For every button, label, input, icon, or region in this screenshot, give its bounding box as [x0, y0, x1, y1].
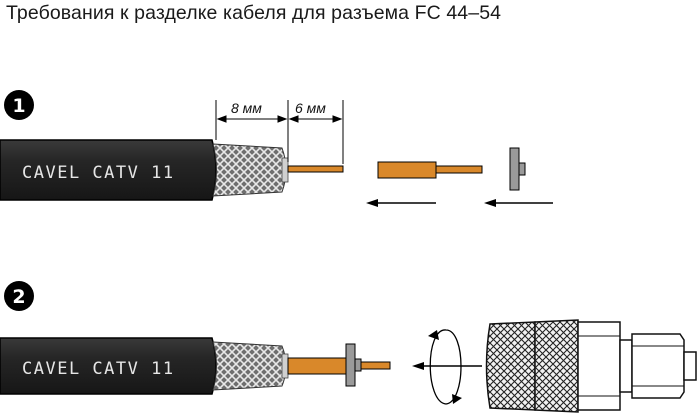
cable-label: CAVEL CATV 11 [22, 163, 175, 183]
washer [509, 147, 526, 191]
pin-insert [287, 357, 391, 375]
step-number: 2 [12, 286, 25, 308]
step-1: 1 CAVEL CATV 11 8 мм 6 мм [0, 90, 553, 207]
fc-connector [485, 319, 697, 413]
cable-label: CAVEL CATV 11 [22, 359, 175, 379]
copper-core [287, 165, 344, 173]
cable-jacket: CAVEL CATV 11 [0, 337, 217, 395]
step-2: 2 CAVEL CATV 11 [0, 281, 697, 413]
dimension-core-label: 6 мм [295, 100, 326, 116]
dielectric [281, 353, 289, 379]
cable-jacket: CAVEL CATV 11 [0, 139, 217, 201]
dimension-lines [215, 100, 344, 164]
cable-braid [212, 341, 287, 391]
dimension-braid-label: 8 мм [231, 100, 262, 116]
step-2-badge: 2 [4, 281, 34, 311]
arrow-left-icon [484, 199, 553, 207]
page-title: Требования к разделке кабеля для разъема… [6, 2, 502, 24]
rotate-arrow-icon [412, 329, 482, 405]
cable-braid [212, 143, 287, 197]
arrow-left-icon [366, 199, 436, 207]
dielectric [281, 157, 289, 183]
step-number: 1 [12, 95, 25, 117]
step-1-badge: 1 [4, 90, 34, 120]
pin-insert [377, 161, 483, 179]
washer [345, 343, 362, 387]
